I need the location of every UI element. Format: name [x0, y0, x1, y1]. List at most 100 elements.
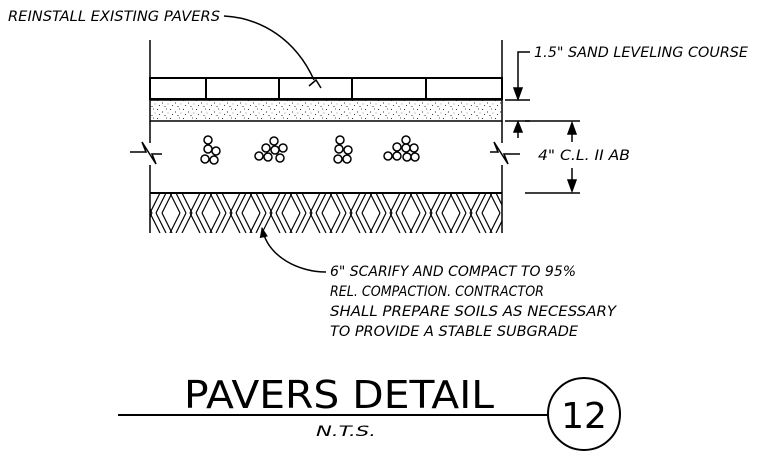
- soil-hatch-line: [441, 193, 453, 214]
- soil-hatch-line: [309, 212, 321, 233]
- soil-hatch-line: [469, 212, 481, 233]
- soil-hatch-line: [130, 193, 140, 213]
- soil-hatch-line: [249, 212, 261, 233]
- soil-hatch-line: [341, 212, 353, 233]
- soil-hatch-line: [522, 213, 532, 233]
- soil-hatch-line: [201, 193, 213, 214]
- soil-hatch-line: [381, 212, 393, 233]
- soil-hatch-line: [435, 193, 447, 214]
- soil-hatch-line: [516, 213, 526, 233]
- soil-hatch-line: [421, 193, 433, 214]
- soil-hatch-line: [501, 231, 502, 233]
- soil-hatch-line: [475, 212, 487, 233]
- soil-hatch-line: [421, 212, 433, 233]
- soil-hatch-line: [136, 213, 146, 233]
- soil-hatch-line: [181, 212, 193, 233]
- base-course-callout: 4" C.L. II AB: [538, 148, 630, 164]
- soil-hatch-line: [429, 212, 441, 233]
- soil-hatch-line: [249, 193, 261, 214]
- aggregate-cluster: [200, 135, 221, 165]
- soil-hatch-line: [375, 212, 387, 233]
- soil-hatch-line: [161, 193, 173, 214]
- soil-hatch-line: [461, 193, 473, 214]
- soil-hatch-line: [329, 193, 341, 214]
- soil-hatch-line: [229, 212, 241, 233]
- title-block: PAVERS DETAIL N.T.S. 12: [118, 373, 621, 451]
- soil-hatch-line: [175, 212, 187, 233]
- soil-hatch-line: [501, 193, 502, 195]
- soil-hatch-line: [221, 212, 233, 233]
- soil-hatch-line: [281, 212, 293, 233]
- subgrade-leader: [259, 226, 327, 273]
- soil-hatch-line: [241, 212, 253, 233]
- soil-hatch-line: [289, 193, 301, 214]
- soil-hatch-line: [341, 193, 353, 214]
- soil-hatch-line: [409, 212, 421, 233]
- soil-hatch-line: [335, 193, 347, 214]
- soil-hatch-line: [389, 212, 401, 233]
- detail-number: 12: [561, 396, 607, 437]
- subgrade-note-line-3: SHALL PREPARE SOILS AS NECESSARY: [330, 304, 618, 320]
- soil-hatch-line: [415, 193, 427, 214]
- aggregate-cluster: [254, 136, 288, 163]
- soil-hatch-line: [209, 212, 221, 233]
- soil-hatch-line: [275, 193, 287, 214]
- soil-hatch-line: [255, 193, 267, 214]
- soil-hatch-line: [522, 193, 532, 213]
- soil-hatch-line: [449, 193, 461, 214]
- leader-lines: [223, 15, 327, 273]
- soil-hatch-line: [435, 212, 447, 233]
- soil-hatch-line: [301, 193, 313, 214]
- soil-hatch-line: [235, 212, 247, 233]
- subgrade-note-line-2: REL. COMPACTION. CONTRACTOR: [330, 284, 544, 300]
- soil-hatch-line: [349, 212, 361, 233]
- pavers-leader-tip: [308, 78, 322, 89]
- soil-hatch-line: [301, 212, 313, 233]
- soil-hatch-line: [130, 213, 140, 233]
- soil-hatch-line: [355, 212, 367, 233]
- soil-hatch-line: [481, 193, 493, 214]
- soil-hatch-line: [136, 193, 146, 213]
- compacted-subgrade: [130, 193, 532, 233]
- soil-hatch-line: [375, 193, 387, 214]
- soil-hatch-line: [189, 212, 201, 233]
- soil-hatch-line: [516, 193, 526, 213]
- detail-title: PAVERS DETAIL: [184, 373, 494, 417]
- pavers-callout: REINSTALL EXISTING PAVERS: [8, 9, 220, 25]
- soil-hatch-line: [155, 212, 167, 233]
- scale-label: N.T.S.: [316, 424, 376, 440]
- soil-hatch-line: [189, 193, 201, 214]
- soil-hatch-line: [150, 193, 161, 214]
- soil-hatch-line: [195, 212, 207, 233]
- soil-hatch-line: [295, 193, 307, 214]
- soil-hatch-line: [369, 193, 381, 214]
- soil-hatch-line: [441, 212, 453, 233]
- soil-hatch-line: [241, 193, 253, 214]
- soil-hatch-line: [269, 193, 281, 214]
- soil-hatch-line: [429, 193, 441, 214]
- soil-hatch-line: [215, 193, 227, 214]
- soil-hatch-line: [395, 193, 407, 214]
- paver-course: [149, 40, 503, 100]
- soil-hatch-line: [181, 193, 193, 214]
- soil-hatch-line: [315, 193, 327, 214]
- soil-hatch-line: [255, 212, 267, 233]
- sand-leveling-course: [149, 99, 503, 122]
- soil-hatch-line: [409, 193, 421, 214]
- soil-hatch-line: [150, 212, 161, 233]
- soil-hatch-line: [381, 193, 393, 214]
- soil-hatch-line: [215, 212, 227, 233]
- soil-hatch-line: [261, 212, 273, 233]
- soil-hatch-line: [281, 193, 293, 214]
- soil-hatch-line: [349, 193, 361, 214]
- subgrade-note-line-4: TO PROVIDE A STABLE SUBGRADE: [330, 324, 578, 340]
- soil-hatch-line: [195, 193, 207, 214]
- soil-hatch-line: [175, 193, 187, 214]
- soil-hatch-line: [221, 193, 233, 214]
- soil-hatch-line: [401, 193, 413, 214]
- soil-hatch-line: [395, 212, 407, 233]
- soil-hatch-line: [369, 212, 381, 233]
- soil-hatch-line: [269, 212, 281, 233]
- soil-hatch-line: [321, 212, 333, 233]
